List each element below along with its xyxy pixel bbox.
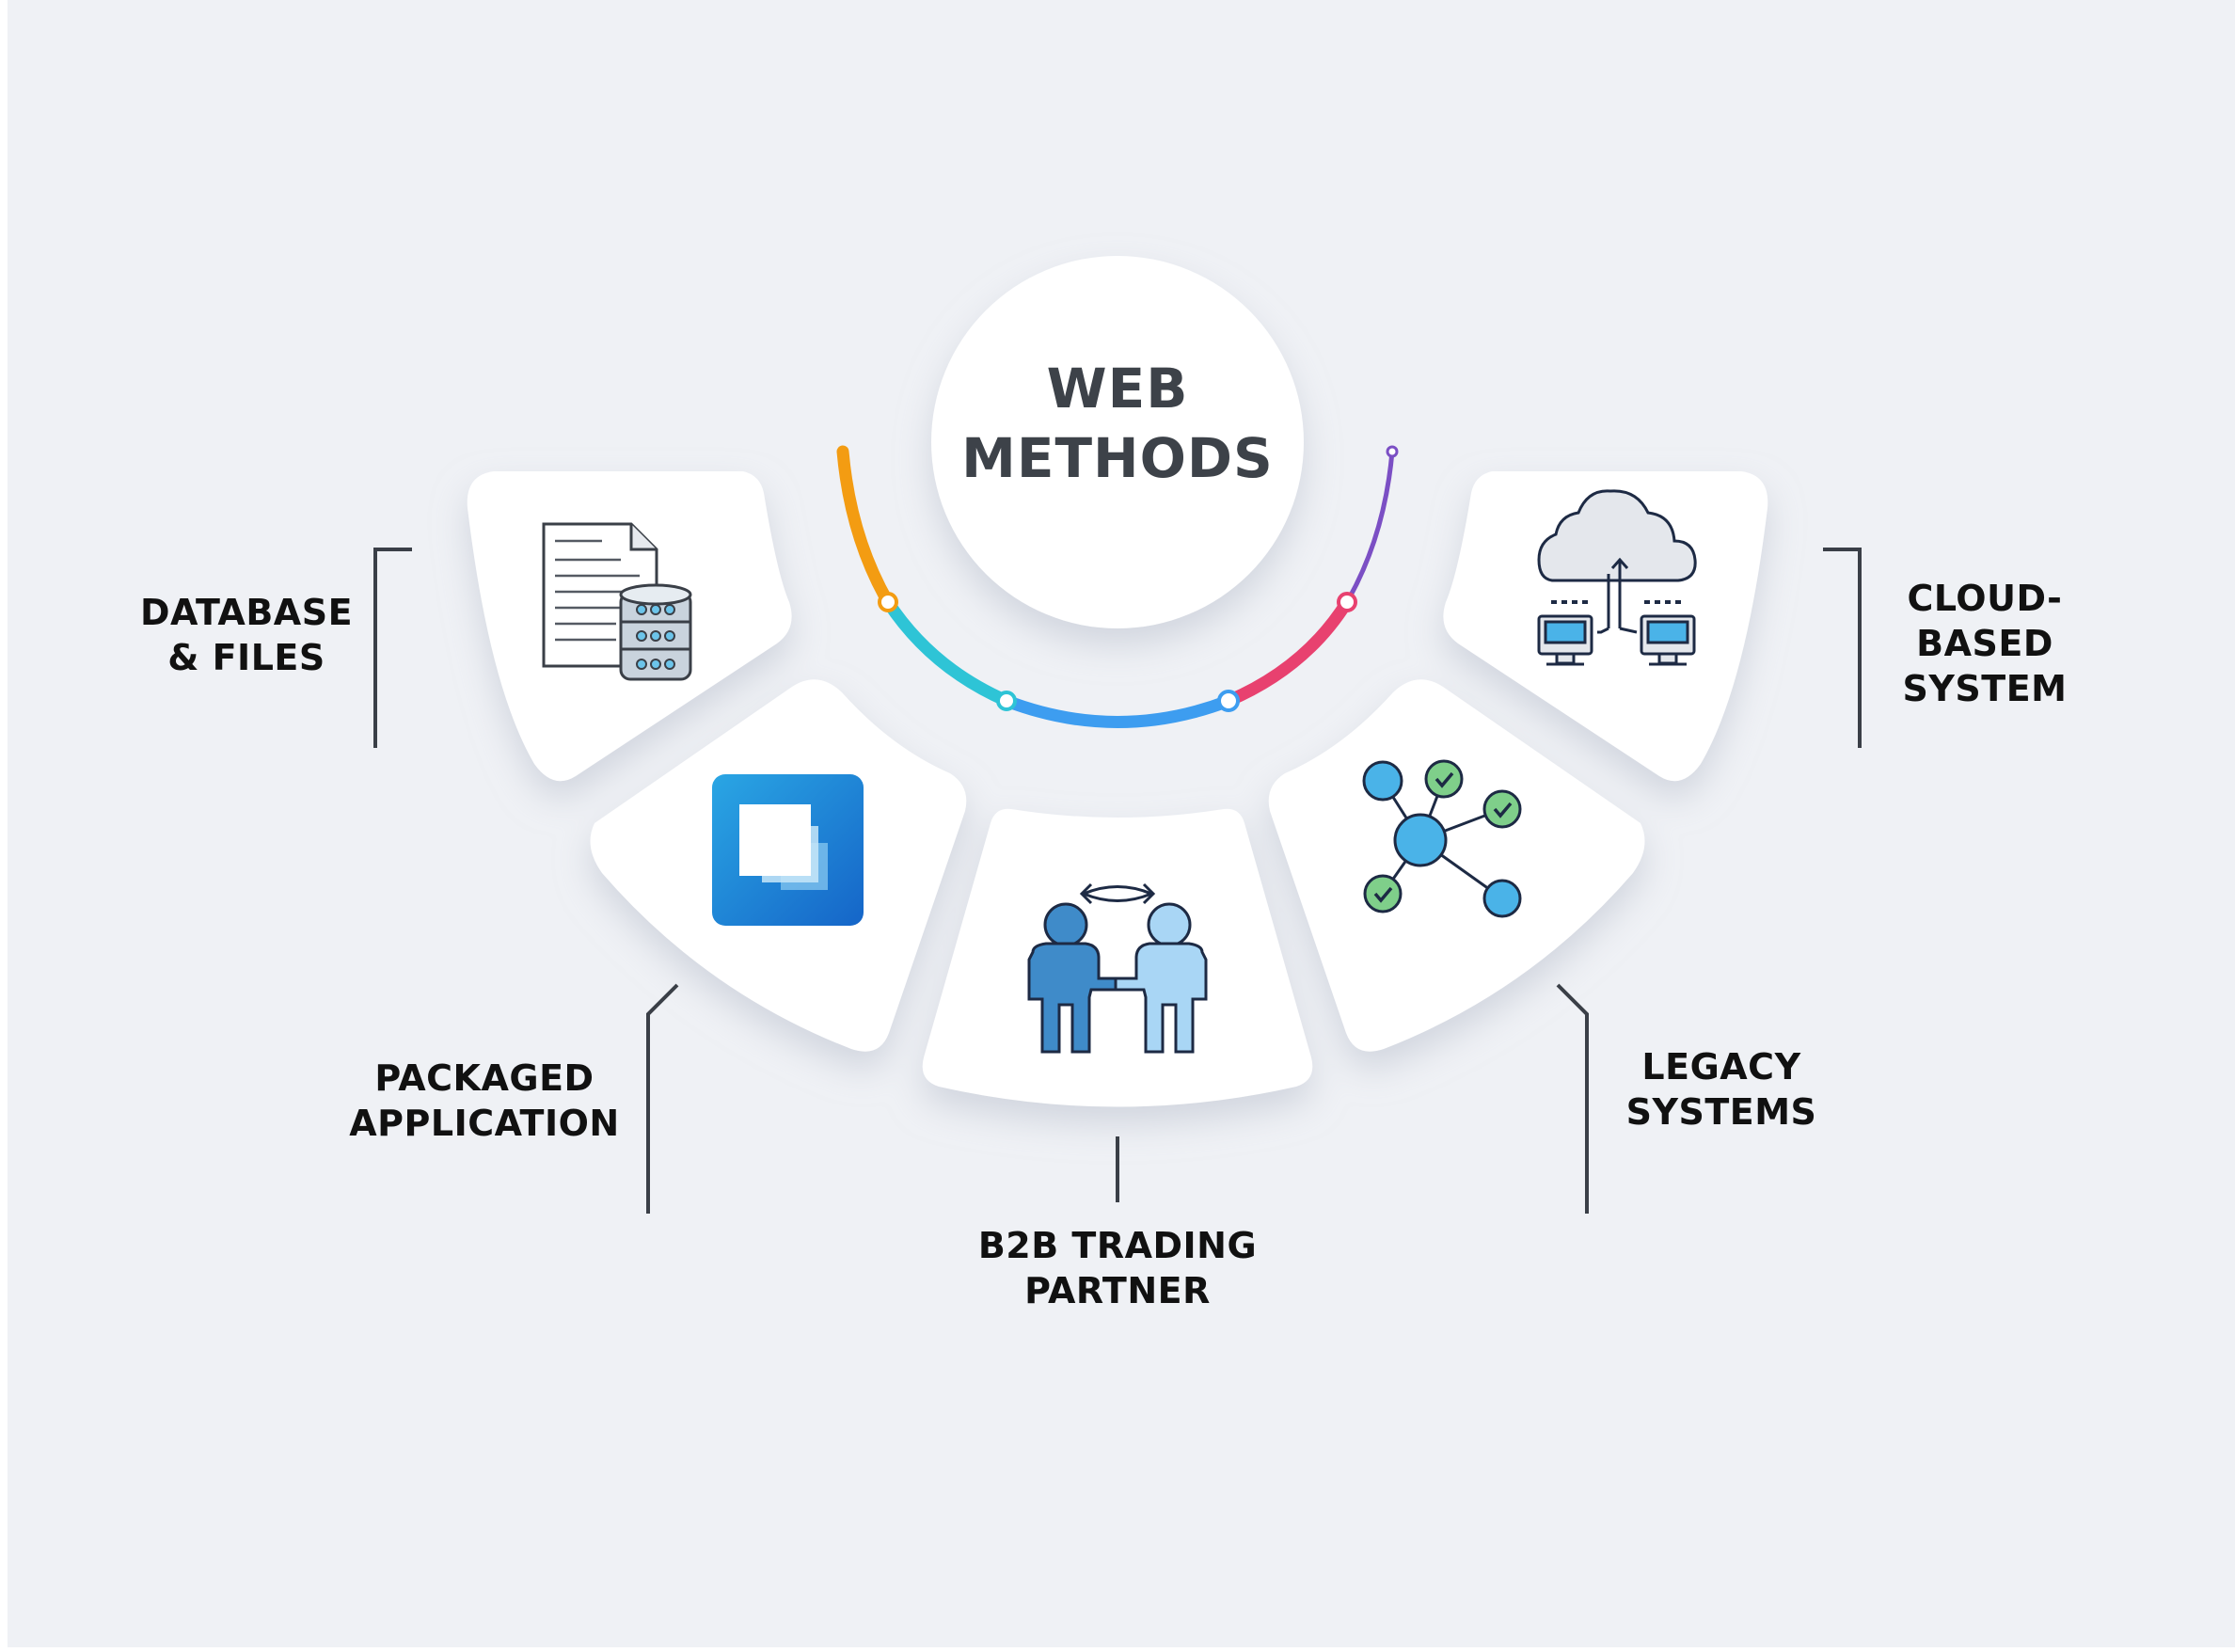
connector-packaged — [646, 983, 679, 1214]
handshake-partners-icon — [1027, 882, 1208, 1054]
label-line: SYSTEM — [1902, 668, 2068, 709]
label-line: SYSTEMS — [1625, 1091, 1817, 1133]
hub-title: WEB METHODS — [929, 354, 1306, 493]
label-packaged-application: PACKAGED APPLICATION — [315, 1056, 654, 1146]
connector-database — [373, 548, 412, 748]
hub-title-line2: METHODS — [961, 426, 1274, 490]
connector-cloud — [1823, 548, 1862, 748]
label-line: PARTNER — [1024, 1270, 1211, 1311]
database-files-icon — [542, 522, 692, 681]
label-b2b-trading-partner: B2B TRADING PARTNER — [948, 1223, 1287, 1313]
label-line: LEGACY — [1641, 1046, 1801, 1088]
label-line: B2B TRADING — [977, 1225, 1258, 1266]
application-window-icon — [712, 774, 864, 926]
hub-arc — [836, 445, 1399, 728]
label-line: & FILES — [167, 637, 325, 678]
label-line: DATABASE — [139, 592, 354, 633]
hub-title-line1: WEB — [1046, 357, 1189, 421]
connector-legacy — [1556, 983, 1589, 1214]
label-line: PACKAGED — [374, 1057, 594, 1099]
label-database-files: DATABASE & FILES — [115, 590, 378, 680]
cloud-computers-icon — [1537, 489, 1697, 666]
hub-circle — [931, 256, 1304, 628]
label-legacy-systems: LEGACY SYSTEMS — [1599, 1044, 1844, 1135]
label-cloud-based-system: CLOUD- BASED SYSTEM — [1872, 576, 2098, 711]
card-b2b-trading-partner[interactable] — [922, 808, 1313, 1107]
label-line: CLOUD- — [1907, 578, 2063, 619]
label-line: APPLICATION — [349, 1103, 620, 1144]
connectors — [373, 548, 1862, 1214]
label-line: BASED — [1916, 623, 2053, 664]
network-nodes-icon — [1362, 759, 1522, 918]
